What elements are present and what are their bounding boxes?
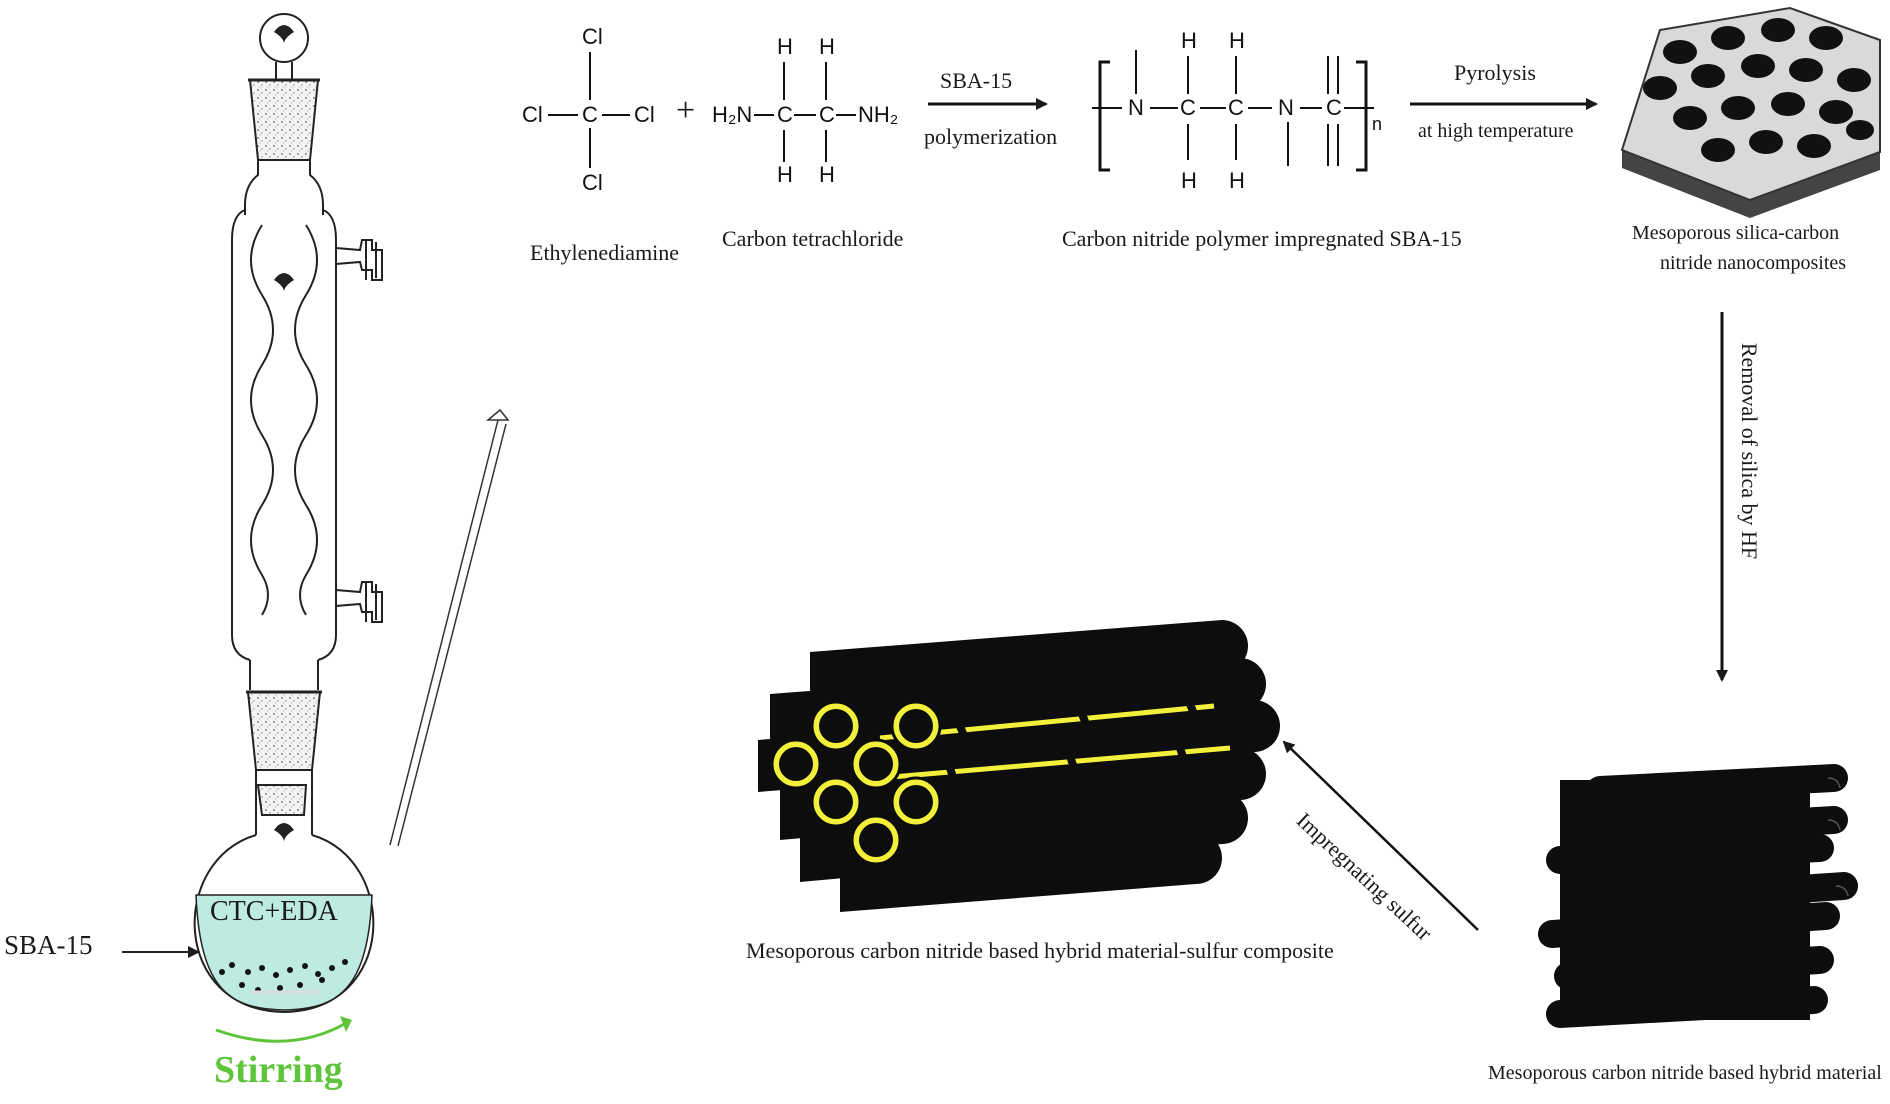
spade-icon <box>274 823 294 842</box>
polymer-bonds <box>1092 50 1374 172</box>
atom-cl-left: Cl <box>522 102 543 127</box>
atom-h3: H <box>777 162 793 187</box>
arrow2-top-label: Pyrolysis <box>1454 60 1536 85</box>
removal-step-label: Removal of silica by HF <box>1737 342 1762 560</box>
stirring-arrow-head <box>340 1016 352 1032</box>
atom-c-center: C <box>582 102 598 127</box>
sba-particles <box>219 959 348 993</box>
reactant2-bonds <box>754 62 856 162</box>
nanocomposite-block <box>1620 6 1881 218</box>
transfer-arrow <box>389 408 510 846</box>
arrow1-top-label: SBA-15 <box>940 68 1013 93</box>
reactant1-name: Ethylenediamine <box>530 240 680 265</box>
polymer-n-subscript: n <box>1372 114 1383 134</box>
polymer-c2: C <box>1228 95 1244 120</box>
atom-cl-right: Cl <box>634 102 655 127</box>
spade-icon <box>274 273 294 292</box>
sba15-label: SBA-15 <box>4 930 93 960</box>
polymer-n1: N <box>1128 95 1144 120</box>
atom-c1: C <box>777 102 793 127</box>
flask-liquid <box>195 894 373 1011</box>
polymer-h2: H <box>1229 28 1245 53</box>
nanocomposite-name-line1: Mesoporous silica-carbon <box>1632 222 1840 244</box>
hybrid-name: Mesoporous carbon nitride based hybrid m… <box>1488 1062 1882 1084</box>
polymer-name: Carbon nitride polymer impregnated SBA-1… <box>1062 226 1462 251</box>
hybrid-material <box>1538 764 1858 1028</box>
atom-h2n: H₂N <box>712 102 753 127</box>
composite-name: Mesoporous carbon nitride based hybrid m… <box>746 938 1334 963</box>
nanocomposite-name-line2: nitride nanocomposites <box>1660 252 1847 274</box>
reflux-apparatus <box>193 13 383 1014</box>
sulfur-arrow <box>1282 740 1479 931</box>
plus-sign: + <box>676 92 696 129</box>
arrow2-bottom-label: at high temperature <box>1418 120 1574 142</box>
atom-h4: H <box>819 162 835 187</box>
atom-nh2: NH₂ <box>858 102 899 127</box>
polymer-c1: C <box>1180 95 1196 120</box>
arrow1-bottom-label: polymerization <box>924 124 1058 149</box>
polymer-h3: H <box>1181 168 1197 193</box>
atom-h2: H <box>819 34 835 59</box>
polymer-n2: N <box>1278 95 1294 120</box>
stirring-arrow <box>215 1020 349 1043</box>
polymer-h1: H <box>1181 28 1197 53</box>
atom-c2: C <box>819 102 835 127</box>
atom-cl-bottom: Cl <box>582 170 603 195</box>
atom-h1: H <box>777 34 793 59</box>
polymer-c3: C <box>1326 95 1342 120</box>
spade-icon <box>274 25 294 44</box>
composite-rod-bundle <box>758 620 1280 912</box>
upper-joint <box>248 79 320 161</box>
stopper-knob <box>259 13 309 63</box>
stirring-label: Stirring <box>214 1049 343 1091</box>
polymer-h4: H <box>1229 168 1245 193</box>
reactant1-bonds <box>548 52 630 168</box>
atom-cl-top: Cl <box>582 24 603 49</box>
solution-label: CTC+EDA <box>210 896 338 927</box>
lower-joint <box>246 691 322 771</box>
reactant2-name: Carbon tetrachloride <box>722 226 904 251</box>
